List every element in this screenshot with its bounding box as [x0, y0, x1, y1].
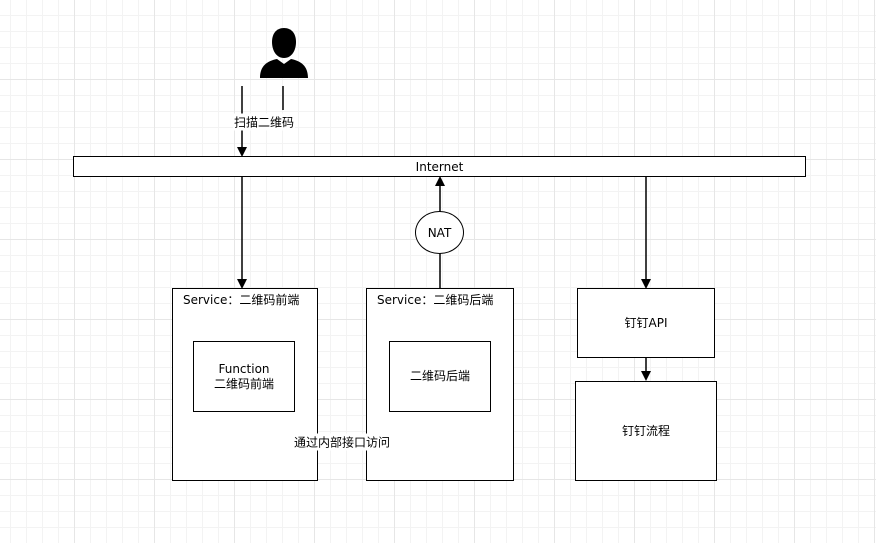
internet-bar: Internet: [73, 156, 806, 177]
internet-label: Internet: [415, 159, 464, 174]
person-icon: [257, 26, 311, 78]
dingtalk-api-label: 钉钉API: [624, 315, 668, 330]
backend-service-title: Service：二维码后端: [377, 293, 494, 307]
nat-label: NAT: [427, 225, 452, 240]
scan-qr-label: 扫描二维码: [232, 113, 296, 131]
backend-inner-label: 二维码后端: [409, 369, 470, 383]
dingtalk-flow-label: 钉钉流程: [621, 423, 670, 438]
backend-inner-box: 二维码后端: [389, 341, 491, 412]
function-frontend-label: 二维码前端: [213, 376, 274, 391]
function-label: Function: [218, 361, 270, 376]
dingtalk-api-box: 钉钉API: [577, 288, 715, 358]
dingtalk-flow-box: 钉钉流程: [575, 381, 717, 481]
frontend-service-title: Service：二维码前端: [183, 293, 300, 307]
internal-access-label: 通过内部接口访问: [292, 433, 392, 451]
nat-node: NAT: [415, 211, 464, 254]
function-frontend-box: Function 二维码前端: [193, 341, 295, 412]
